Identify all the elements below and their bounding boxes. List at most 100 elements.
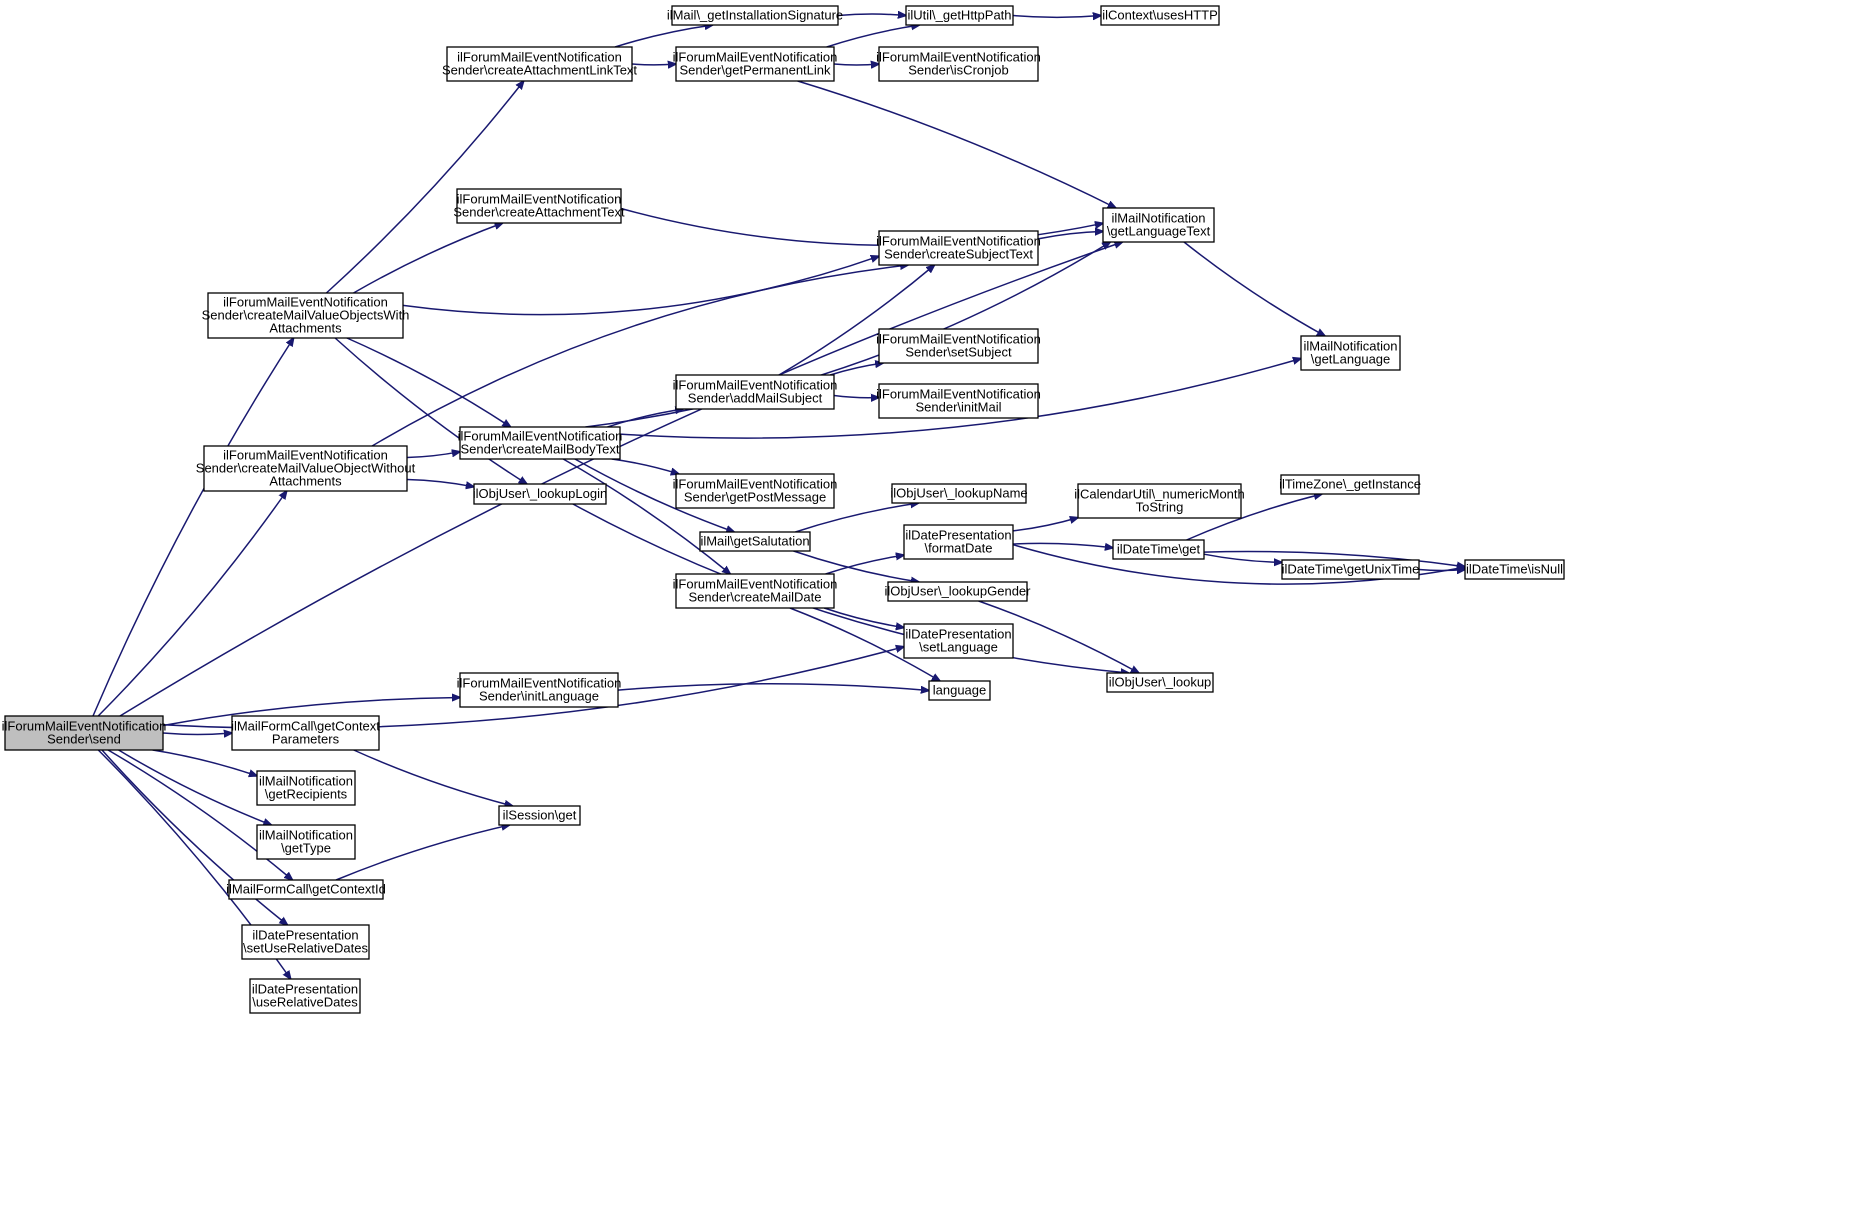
node-box <box>675 473 835 509</box>
node-label: ilObjUser\_lookupLogin <box>473 486 607 501</box>
edge-create-mail-date-to-format-date <box>825 555 904 575</box>
node-label: ilForumMailEventNotification <box>457 192 622 207</box>
node-box <box>1100 5 1220 26</box>
edge-get-permanent-link-to-is-cronjob <box>833 64 879 65</box>
edge-add-mail-subject-to-init-mail <box>833 396 879 398</box>
node-dt-get[interactable]: ilDateTime\get <box>1112 539 1205 560</box>
node-label: Sender\addMailSubject <box>688 391 823 406</box>
node-lookup-gender[interactable]: ilObjUser\_lookupGender <box>885 581 1032 602</box>
node-box <box>256 770 356 806</box>
node-get-unix-time[interactable]: ilDateTime\getUnixTime <box>1281 559 1420 580</box>
edge-get-permanent-link-to-get-http-path <box>826 25 920 48</box>
node-box <box>249 978 361 1014</box>
edge-create-mail-value-objects-with-attachments-to-create-subject-text <box>402 256 879 316</box>
node-get-context-id[interactable]: ilMailFormCall\getContextId <box>226 879 386 900</box>
node-box <box>878 230 1039 266</box>
node-create-mail-date[interactable]: ilForumMailEventNotificationSender\creat… <box>673 573 838 609</box>
node-box <box>459 426 621 460</box>
node-get-language[interactable]: ilMailNotification\getLanguage <box>1300 335 1401 371</box>
node-label: Sender\createAttachmentText <box>453 205 625 220</box>
node-box <box>231 715 380 751</box>
node-label: ilContext\usesHTTP <box>1102 8 1218 23</box>
node-lookup-name[interactable]: ilObjUser\_lookupName <box>890 483 1028 504</box>
node-get-installation-signature[interactable]: ilMail\_getInstallationSignature <box>667 5 843 26</box>
edge-init-language-to-language <box>617 683 929 691</box>
edge-create-mail-date-to-language <box>789 607 940 681</box>
edge-create-mail-body-text-to-add-mail-subject <box>607 409 684 428</box>
node-label: ilForumMailEventNotification <box>673 378 838 393</box>
node-label: ilDatePresentation <box>252 982 358 997</box>
node-init-mail[interactable]: ilForumMailEventNotificationSender\initM… <box>876 383 1041 419</box>
node-set-use-relative-dates[interactable]: ilDatePresentation\setUseRelativeDates <box>241 924 370 960</box>
node-create-mail-body-text[interactable]: ilForumMailEventNotificationSender\creat… <box>458 426 623 460</box>
node-get-permanent-link[interactable]: ilForumMailEventNotificationSender\getPe… <box>673 46 838 82</box>
edge-create-mail-body-text-to-get-post-message <box>611 458 679 474</box>
edge-create-mail-value-objects-with-attachments-to-create-attachment-text <box>353 223 503 294</box>
edge-get-salutation-to-lookup-gender <box>793 550 920 582</box>
node-init-language[interactable]: ilForumMailEventNotificationSender\initL… <box>457 672 622 708</box>
edge-create-subject-text-to-get-language-text <box>1037 231 1103 240</box>
node-box <box>928 680 991 701</box>
node-label: Attachments <box>269 321 342 336</box>
edge-get-installation-signature-to-get-http-path <box>837 14 906 15</box>
node-session-get[interactable]: ilSession\get <box>498 805 581 826</box>
node-label: ilForumMailEventNotification <box>673 50 838 65</box>
node-label: Attachments <box>269 474 342 489</box>
edge-create-attachment-link-text-to-get-permanent-link <box>631 64 676 65</box>
node-create-attachment-text[interactable]: ilForumMailEventNotificationSender\creat… <box>453 188 625 224</box>
node-get-http-path[interactable]: ilUtil\_getHttpPath <box>905 5 1014 26</box>
node-create-mail-value-objects-with-attachments[interactable]: ilForumMailEventNotificationSender\creat… <box>202 292 410 339</box>
node-label: ilObjUser\_lookupGender <box>885 584 1032 599</box>
node-get-language-text[interactable]: ilMailNotification\getLanguageText <box>1102 207 1215 243</box>
edge-create-mail-value-object-without-attachments-to-create-subject-text <box>371 265 908 447</box>
node-label: ilDateTime\getUnixTime <box>1282 562 1420 577</box>
node-set-subject[interactable]: ilForumMailEventNotificationSender\setSu… <box>876 328 1041 364</box>
edge-lookup-gender-to-lookup <box>978 600 1139 673</box>
edge-get-salutation-to-lookup-name <box>795 503 918 533</box>
node-create-subject-text[interactable]: ilForumMailEventNotificationSender\creat… <box>876 230 1041 266</box>
edge-send-to-get-type <box>118 749 272 825</box>
node-get-salutation[interactable]: ilMail\getSalutation <box>699 531 811 552</box>
node-box <box>699 531 811 552</box>
edge-dt-get-to-get-unix-time <box>1203 553 1282 562</box>
node-is-null[interactable]: ilDateTime\isNull <box>1464 559 1565 580</box>
node-label: ilSession\get <box>503 808 577 823</box>
node-add-mail-subject[interactable]: ilForumMailEventNotificationSender\addMa… <box>673 374 838 410</box>
node-dp-set-language[interactable]: ilDatePresentation\setLanguage <box>903 623 1014 659</box>
node-label: Sender\getPostMessage <box>684 490 826 505</box>
node-label: ilDatePresentation <box>252 928 358 943</box>
node-uses-http[interactable]: ilContext\usesHTTP <box>1100 5 1220 26</box>
node-is-cronjob[interactable]: ilForumMailEventNotificationSender\isCro… <box>876 46 1041 82</box>
node-box <box>878 46 1039 82</box>
node-lookup-login[interactable]: ilObjUser\_lookupLogin <box>473 483 607 505</box>
node-use-relative-dates[interactable]: ilDatePresentation\useRelativeDates <box>249 978 361 1014</box>
node-label: ilDatePresentation <box>905 627 1011 642</box>
node-box <box>228 879 384 900</box>
edge-send-to-create-mail-value-objects-with-attachments <box>92 338 294 717</box>
edge-get-context-id-to-session-get <box>335 825 510 881</box>
node-box <box>891 483 1027 504</box>
node-box <box>675 573 835 609</box>
node-label: ilMailNotification <box>259 774 353 789</box>
node-lookup[interactable]: ilObjUser\_lookup <box>1106 672 1214 693</box>
node-language[interactable]: language <box>928 680 991 701</box>
node-label: ilForumMailEventNotification <box>876 332 1041 347</box>
node-label: ToString <box>1136 500 1184 515</box>
edge-send-to-set-use-relative-dates <box>101 749 288 925</box>
node-label: ilForumMailEventNotification <box>673 577 838 592</box>
node-get-post-message[interactable]: ilForumMailEventNotificationSender\getPo… <box>673 473 838 509</box>
node-label: ilUtil\_getHttpPath <box>907 8 1011 23</box>
node-label: Sender\createMailValueObjectsWith <box>202 308 410 323</box>
node-tz-get-instance[interactable]: ilTimeZone\_getInstance <box>1279 474 1421 495</box>
node-box <box>1464 559 1565 580</box>
node-format-date[interactable]: ilDatePresentation\formatDate <box>903 524 1014 560</box>
node-get-type[interactable]: ilMailNotification\getType <box>256 824 356 860</box>
node-box <box>473 483 607 505</box>
node-box <box>207 292 404 339</box>
node-get-recipients[interactable]: ilMailNotification\getRecipients <box>256 770 356 806</box>
node-create-attachment-link-text[interactable]: ilForumMailEventNotificationSender\creat… <box>442 46 637 82</box>
node-create-mail-value-object-without-attachments[interactable]: ilForumMailEventNotificationSender\creat… <box>196 445 416 492</box>
